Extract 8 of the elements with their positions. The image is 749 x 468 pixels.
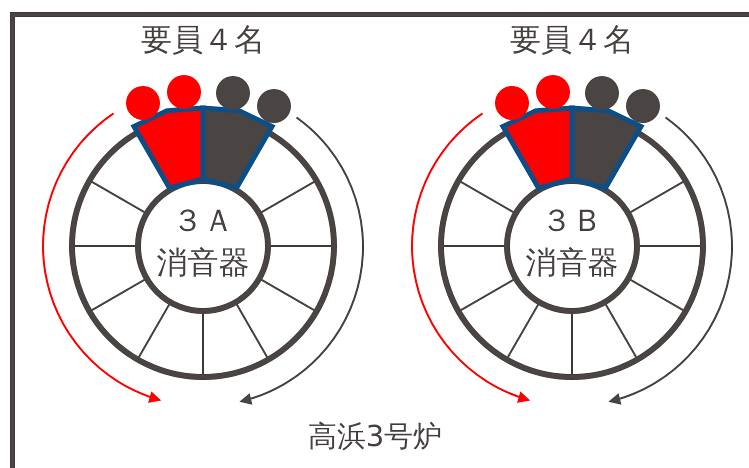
silencer-label: ３Ｂ: [540, 202, 604, 241]
frame: [10, 12, 749, 468]
silencer-label: 消音器: [524, 244, 620, 283]
staff-count-label: 要員４名: [509, 21, 635, 60]
silencer-label: 消音器: [156, 244, 250, 283]
staff-count-label: 要員４名: [140, 21, 266, 60]
plant-label: 高浜3号炉: [306, 418, 444, 455]
silencer-label: ３Ａ: [171, 202, 235, 241]
